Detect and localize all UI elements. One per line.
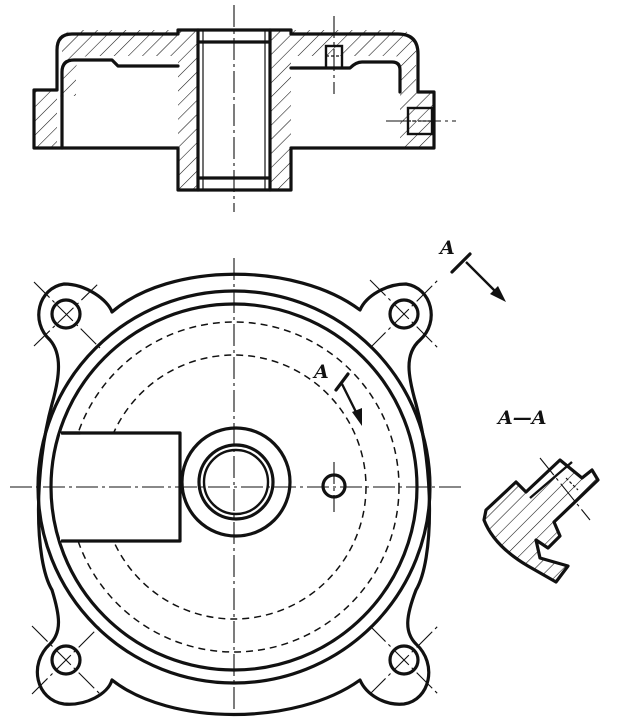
section-a-a-hatch [484, 460, 598, 582]
top-view-centerlines [10, 258, 462, 716]
hub-inner-circle [202, 448, 270, 516]
section-a-a-view: A—A [482, 407, 600, 584]
section-arrow-upper [450, 252, 506, 302]
front-centerlines [233, 5, 456, 212]
section-arrow-lower [334, 372, 362, 426]
flange-outline [35, 272, 433, 716]
section-marker-lower: A [312, 361, 329, 383]
bolt-holes [50, 298, 420, 676]
hub-outer-circle [180, 426, 292, 538]
hub-mid-circle [197, 443, 275, 521]
top-view: A A [10, 237, 506, 716]
section-marker-upper: A [438, 237, 455, 259]
front-section-view [32, 5, 456, 212]
section-title: A—A [496, 407, 546, 429]
front-hatching [34, 30, 434, 190]
